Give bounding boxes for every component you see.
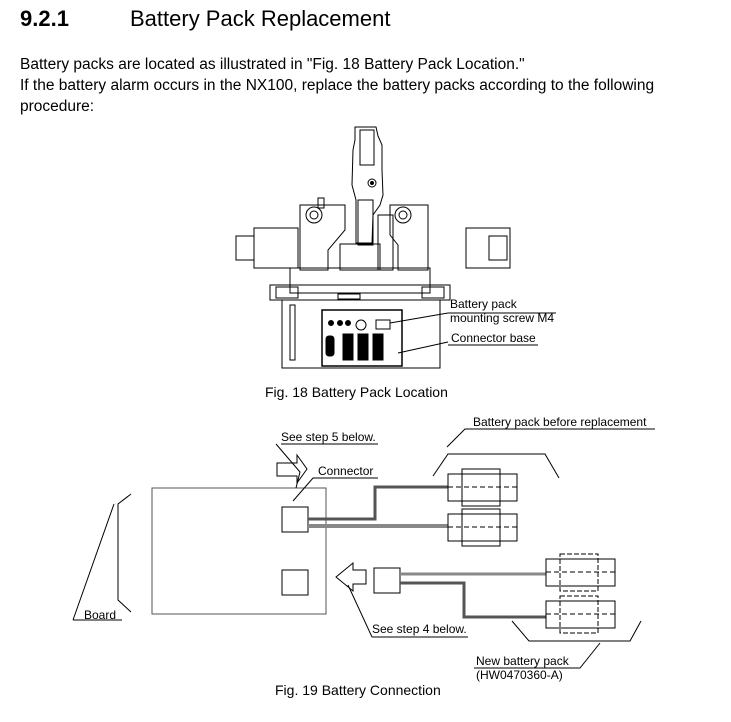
label-old-pack: Battery pack before replacement [473, 415, 647, 429]
label-new-pack-1: New battery pack [476, 654, 570, 668]
board-connector-old [281, 506, 309, 533]
screw-leader [389, 312, 449, 324]
section-heading: 9.2.1 Battery Pack Replacement [20, 6, 390, 32]
board-connector-empty [281, 569, 309, 596]
label-step5: See step 5 below. [281, 430, 376, 444]
fig18-caption: Fig. 18 Battery Pack Location [265, 384, 448, 400]
section-title: Battery Pack Replacement [130, 6, 391, 31]
step5-arrow-icon [276, 453, 308, 485]
label-connector: Connector [318, 464, 373, 478]
paragraph-2: If the battery alarm occurs in the NX100… [20, 77, 655, 115]
fig19-caption: Fig. 19 Battery Connection [275, 682, 441, 698]
label-screw-2: mounting screw M4 [450, 311, 554, 325]
new-battery-pack-2 [545, 595, 616, 634]
base-leader [397, 341, 449, 354]
label-board: Board [84, 608, 116, 622]
board-bracket [117, 493, 132, 613]
old-battery-pack-2 [447, 508, 518, 547]
new-battery-pack-1 [545, 553, 616, 592]
new-pack-connector [373, 567, 401, 594]
label-step4: See step 4 below. [372, 622, 467, 636]
label-screw-1: Battery pack [450, 297, 518, 311]
step4-arrow-icon [335, 561, 367, 593]
paragraph-1: Battery packs are located as illustrated… [20, 56, 525, 73]
label-connector-base: Connector base [451, 331, 536, 345]
robot-illustration [235, 126, 511, 369]
intro-text: Battery packs are located as illustrated… [20, 54, 720, 117]
old-battery-pack-1 [447, 468, 518, 507]
label-new-pack-2: (HW0470360-A) [476, 668, 563, 682]
section-number: 9.2.1 [20, 6, 69, 31]
board [151, 487, 327, 615]
battery-diagram [72, 428, 655, 669]
